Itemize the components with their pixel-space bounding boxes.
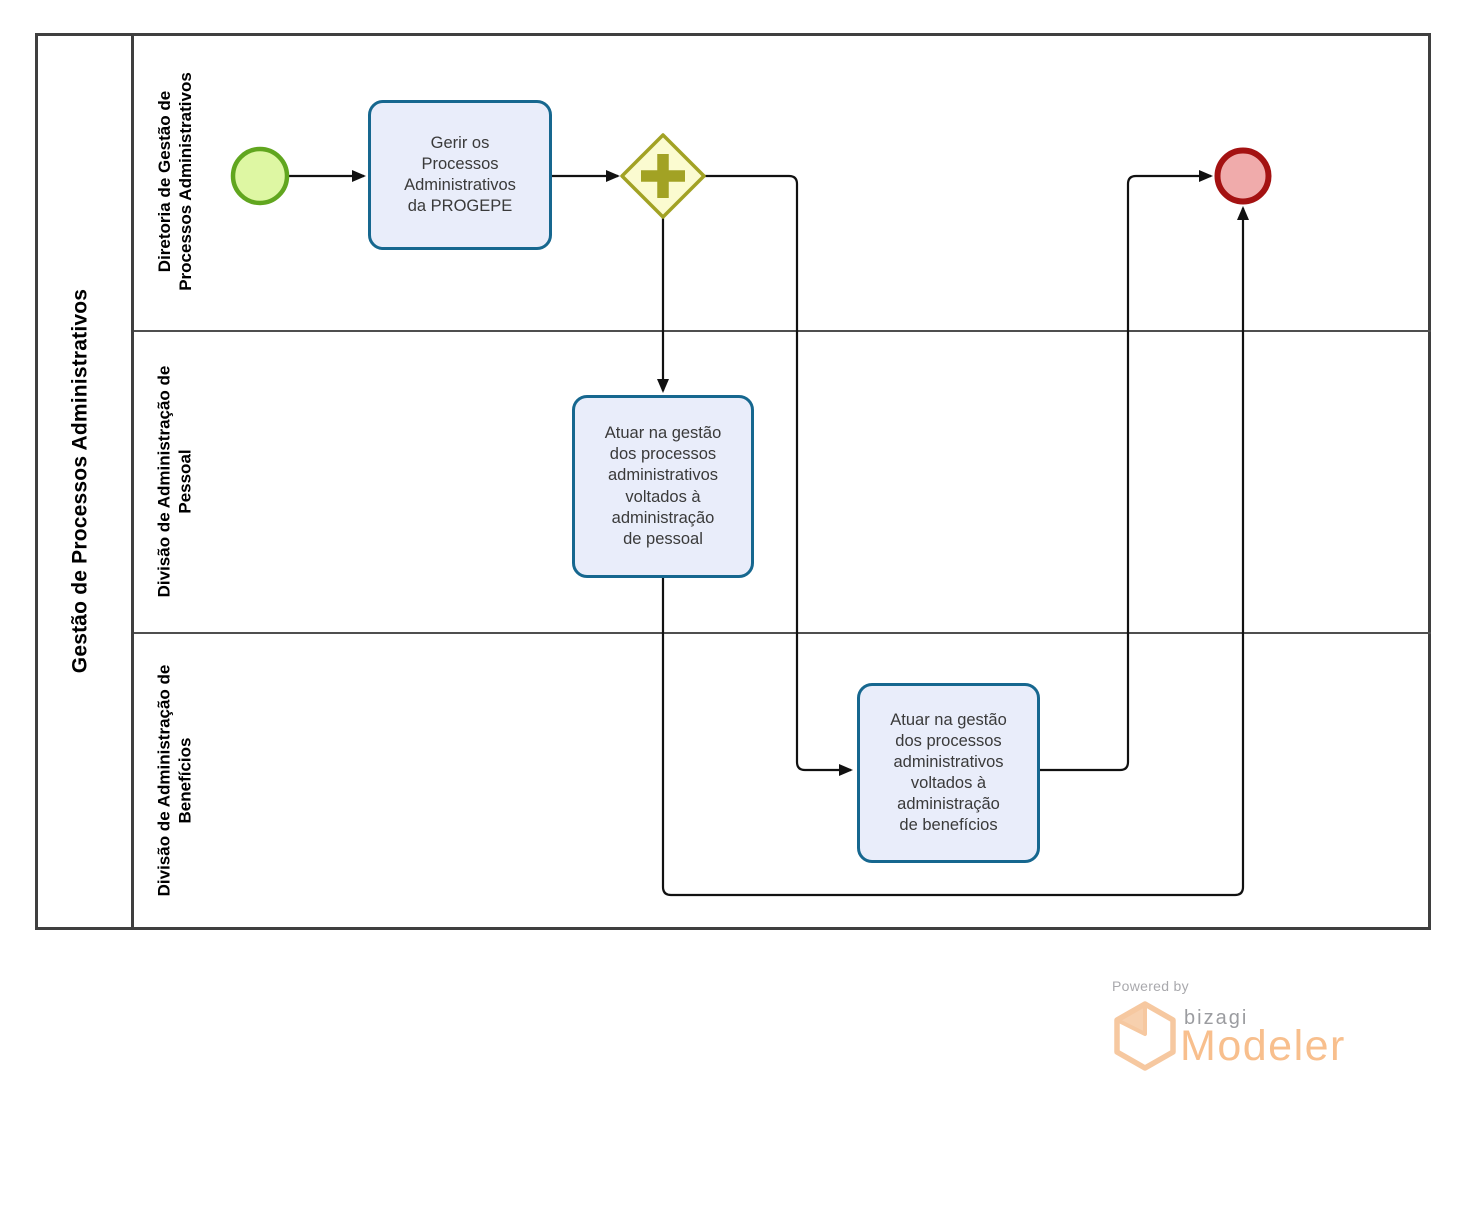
lane-divider-1 bbox=[134, 330, 1431, 332]
task-gestao-processos-pessoal[interactable]: Atuar na gestão dos processos administra… bbox=[572, 395, 754, 578]
task-pessoal-label: Atuar na gestão dos processos administra… bbox=[604, 424, 722, 548]
sequence-flow-beneficios-to-end bbox=[1040, 170, 1213, 772]
task-beneficios-label: Atuar na gestão dos processos administra… bbox=[890, 710, 1007, 835]
powered-by-text: Powered by bbox=[1112, 978, 1189, 994]
sequence-flow-pessoal-to-end bbox=[661, 206, 1249, 897]
task-gerir-label: Gerir os Processos Administrativos da PR… bbox=[404, 133, 516, 216]
end-event[interactable] bbox=[1214, 147, 1272, 205]
task-gerir-processos-administrativos[interactable]: Gerir os Processos Administrativos da PR… bbox=[368, 100, 552, 250]
modeler-product-text: Modeler bbox=[1180, 1022, 1346, 1070]
bizagi-logo-fold-edge bbox=[1116, 1004, 1147, 1036]
bizagi-brand-text: bizagi bbox=[1184, 1007, 1249, 1029]
bizagi-logo-icon bbox=[1114, 1001, 1176, 1071]
pool-title-divider bbox=[131, 33, 134, 930]
start-event[interactable] bbox=[230, 146, 290, 206]
gateway-plus-icon bbox=[641, 154, 685, 198]
pool-gestao-processos bbox=[35, 33, 1431, 930]
task-gestao-processos-beneficios[interactable]: Atuar na gestão dos processos administra… bbox=[857, 683, 1040, 863]
sequence-flow-gateway-to-beneficios bbox=[704, 174, 853, 776]
lane-divider-2 bbox=[134, 632, 1431, 634]
bizagi-logo-fold bbox=[1117, 1004, 1145, 1034]
